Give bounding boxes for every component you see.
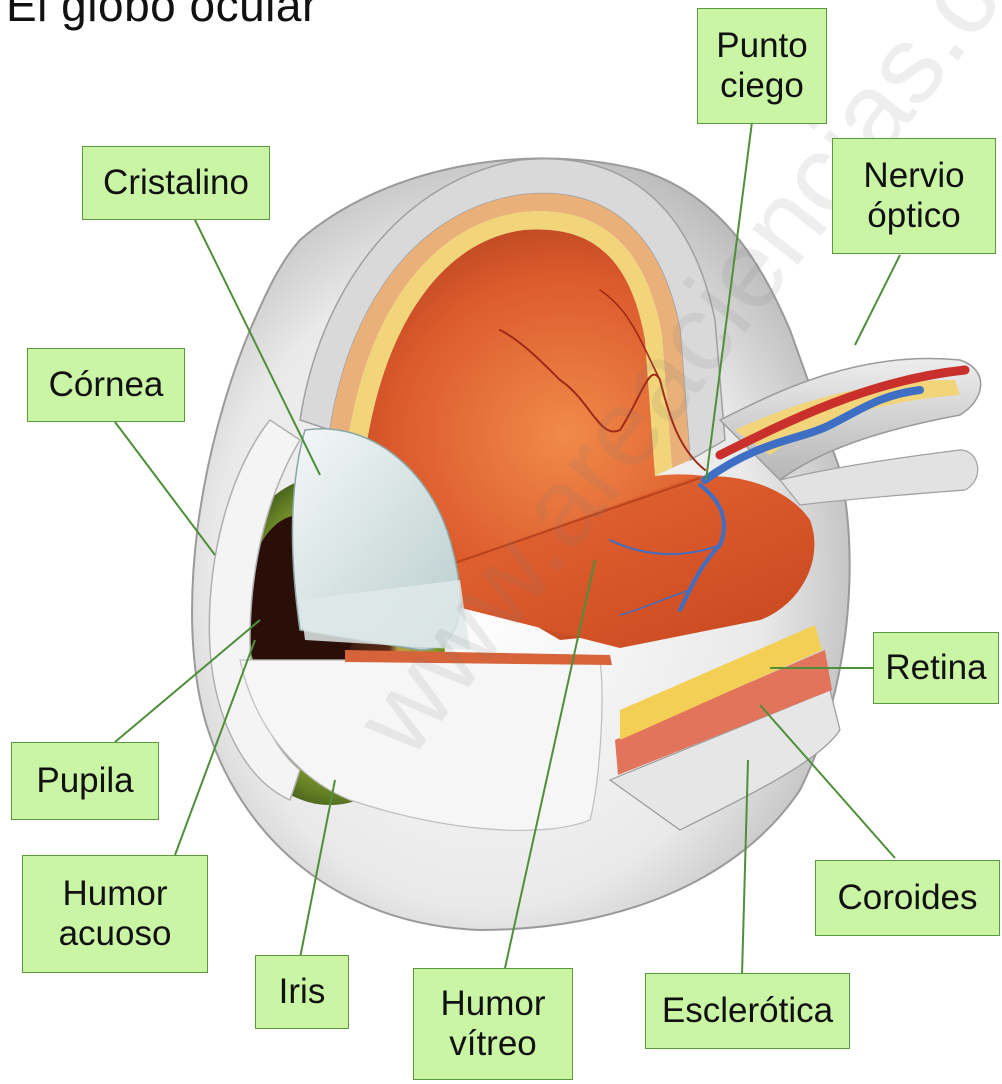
- label-retina-line1: Retina: [885, 648, 986, 688]
- label-cristalino-line1: Cristalino: [103, 163, 249, 203]
- label-retina: Retina: [873, 632, 999, 704]
- label-cornea-line1: Córnea: [49, 365, 164, 405]
- label-nervio-optico: Nervio óptico: [832, 138, 996, 254]
- label-humor-vitreo-line2: vítreo: [449, 1024, 537, 1064]
- label-pupila-line1: Pupila: [36, 761, 133, 801]
- label-cornea: Córnea: [27, 348, 185, 422]
- label-punto-ciego-line1: Punto: [716, 26, 807, 66]
- label-punto-ciego: Punto ciego: [697, 8, 827, 124]
- label-esclerotica: Esclerótica: [645, 973, 850, 1049]
- label-humor-acuoso-line1: Humor: [62, 874, 167, 914]
- label-iris-line1: Iris: [279, 972, 326, 1012]
- label-cristalino: Cristalino: [82, 146, 270, 220]
- label-esclerotica-line1: Esclerótica: [662, 991, 833, 1031]
- label-nervio-optico-line1: Nervio: [863, 156, 964, 196]
- label-coroides: Coroides: [815, 860, 1000, 936]
- label-humor-vitreo: Humor vítreo: [413, 968, 573, 1080]
- label-iris: Iris: [255, 955, 349, 1029]
- label-humor-acuoso: Humor acuoso: [22, 855, 208, 973]
- label-punto-ciego-line2: ciego: [720, 66, 804, 106]
- label-pupila: Pupila: [11, 742, 159, 820]
- label-coroides-line1: Coroides: [837, 878, 977, 918]
- label-nervio-optico-line2: óptico: [867, 196, 960, 236]
- label-humor-vitreo-line1: Humor: [440, 984, 545, 1024]
- label-humor-acuoso-line2: acuoso: [59, 914, 172, 954]
- page-title: El globo ocular: [6, 0, 318, 32]
